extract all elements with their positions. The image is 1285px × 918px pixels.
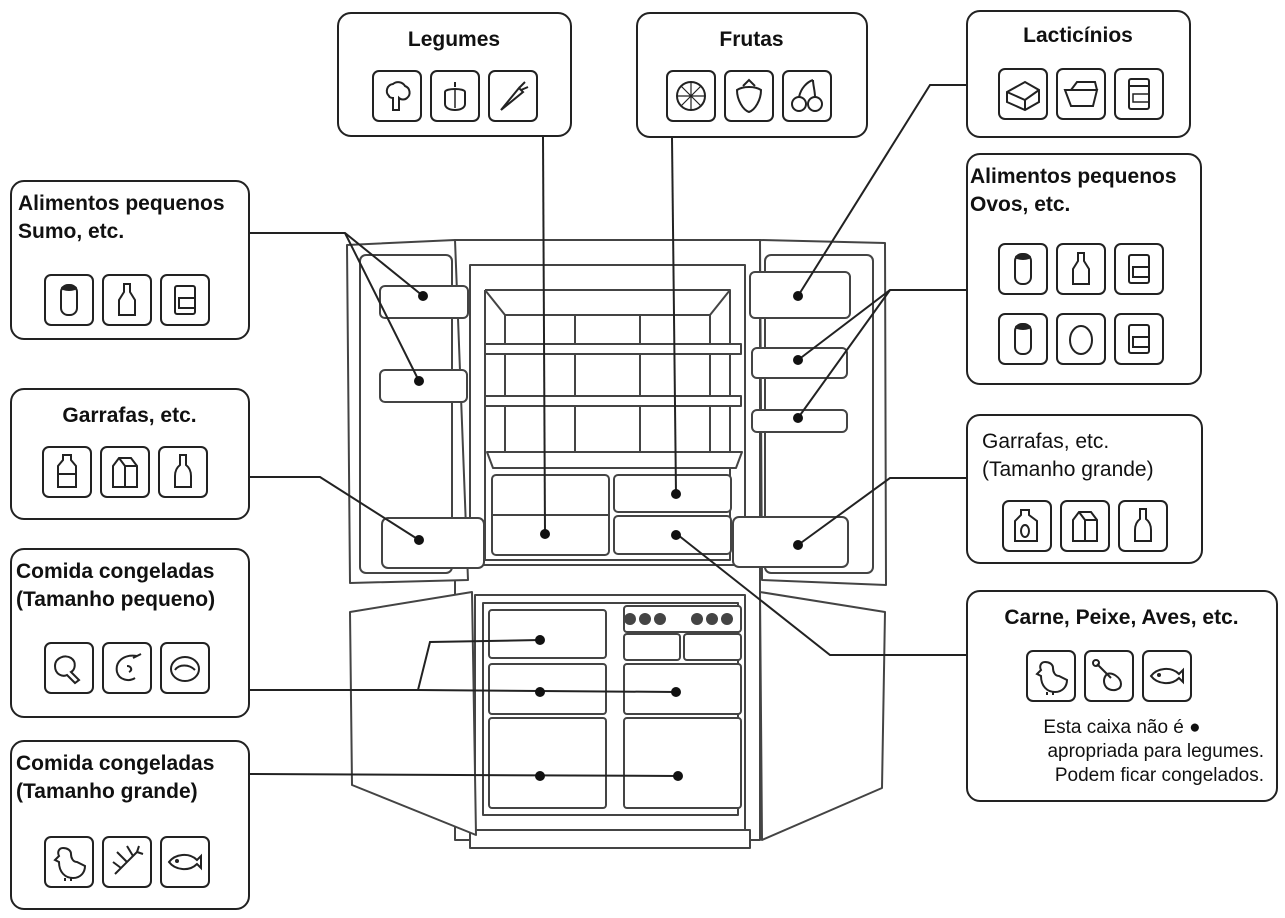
freezer-drawer-4 xyxy=(488,717,607,809)
small-food-eggs-box: Alimentos pequenos Ovos, etc. xyxy=(966,153,1202,385)
jug-icon xyxy=(1002,500,1052,552)
door-bin-right-4 xyxy=(732,516,849,568)
meat-leg-icon xyxy=(1084,650,1134,702)
freezer-drawer-5 xyxy=(623,717,742,809)
chicken-icon xyxy=(44,836,94,888)
shelf-middle xyxy=(484,395,742,407)
milk-carton-icon xyxy=(100,446,150,498)
wine-bottle-icon xyxy=(1118,500,1168,552)
jar-icon xyxy=(160,274,210,326)
fish-icon xyxy=(1142,650,1192,702)
door-left-upper xyxy=(346,239,469,584)
yogurt-icon xyxy=(1114,68,1164,120)
egg-icon xyxy=(1056,313,1106,365)
butter-icon xyxy=(1056,68,1106,120)
bottles-left-box: Garrafas, etc. xyxy=(10,388,250,520)
frutas-box: Frutas xyxy=(636,12,868,138)
door-bin-left-3 xyxy=(381,517,485,569)
frozen-small-box: Comida congeladas (Tamanho pequeno) xyxy=(10,548,250,718)
bottles-right-subtitle: (Tamanho grande) xyxy=(982,458,1154,481)
meat-fish-title: Carne, Peixe, Aves, etc. xyxy=(1004,606,1239,629)
bullet-dot-icon: ● xyxy=(1189,717,1201,738)
meat-fish-box: Carne, Peixe, Aves, etc. Esta caixa não … xyxy=(966,590,1278,802)
small-food-juice-title: Alimentos pequenos xyxy=(18,192,225,215)
sauce-bottle-icon xyxy=(102,274,152,326)
freezer-drawer-2 xyxy=(488,663,607,715)
shelf-bottom xyxy=(486,451,743,469)
frozen-large-title: Comida congeladas xyxy=(16,752,215,775)
can-icon xyxy=(998,313,1048,365)
small-food-eggs-subtitle: Ovos, etc. xyxy=(970,193,1071,216)
chicken-leg-icon xyxy=(44,642,94,694)
cheese-icon xyxy=(998,68,1048,120)
meat-note-line-1: Esta caixa não é xyxy=(1043,717,1184,738)
meat-note-line-2: apropriada para legumes. xyxy=(1047,741,1264,762)
small-food-eggs-title: Alimentos pequenos xyxy=(970,165,1177,188)
chicken-icon xyxy=(1026,650,1076,702)
door-right-lower xyxy=(759,591,886,841)
legumes-box: Legumes xyxy=(337,12,572,137)
door-bin-left-2 xyxy=(379,369,468,403)
bottles-left-title: Garrafas, etc. xyxy=(62,404,197,427)
meat-note: Esta caixa não é ● apropriada para legum… xyxy=(968,716,1264,788)
sauce-bottle-icon xyxy=(1056,243,1106,295)
shrimp-icon xyxy=(102,642,152,694)
jar-icon xyxy=(1114,313,1164,365)
milk-carton-icon xyxy=(1060,500,1110,552)
door-left-lower xyxy=(349,591,477,836)
wine-bottle-icon xyxy=(158,446,208,498)
pepper-icon xyxy=(430,70,480,122)
freezer-drawer-3 xyxy=(623,663,742,715)
strawberry-icon xyxy=(724,70,774,122)
cherry-icon xyxy=(782,70,832,122)
bottles-right-box: Garrafas, etc. (Tamanho grande) xyxy=(966,414,1203,564)
door-bin-left-1 xyxy=(379,285,469,319)
frozen-large-box: Comida congeladas (Tamanho grande) xyxy=(10,740,250,910)
water-bottle-icon xyxy=(42,446,92,498)
frutas-title: Frutas xyxy=(719,28,784,51)
frozen-large-subtitle: (Tamanho grande) xyxy=(16,780,198,803)
carrot-icon xyxy=(488,70,538,122)
can-icon xyxy=(998,243,1048,295)
small-food-juice-box: Alimentos pequenos Sumo, etc. xyxy=(10,180,250,340)
frozen-small-title: Comida congeladas xyxy=(16,560,215,583)
small-food-juice-subtitle: Sumo, etc. xyxy=(18,220,125,243)
lacticinios-box: Lacticínios xyxy=(966,10,1191,138)
fish-steak-icon xyxy=(160,642,210,694)
shelf-top xyxy=(484,343,742,355)
fish-icon xyxy=(160,836,210,888)
meat-note-line-3: Podem ficar congelados. xyxy=(1054,765,1264,786)
orange-slice-icon xyxy=(666,70,716,122)
lacticinios-title: Lacticínios xyxy=(1023,24,1133,47)
bottles-right-title: Garrafas, etc. xyxy=(982,430,1110,453)
frozen-small-subtitle: (Tamanho pequeno) xyxy=(16,588,216,611)
lobster-icon xyxy=(102,836,152,888)
can-icon xyxy=(44,274,94,326)
legumes-title: Legumes xyxy=(407,28,501,51)
broccoli-icon xyxy=(372,70,422,122)
jar-icon xyxy=(1114,243,1164,295)
freezer-drawer-1 xyxy=(488,609,607,659)
